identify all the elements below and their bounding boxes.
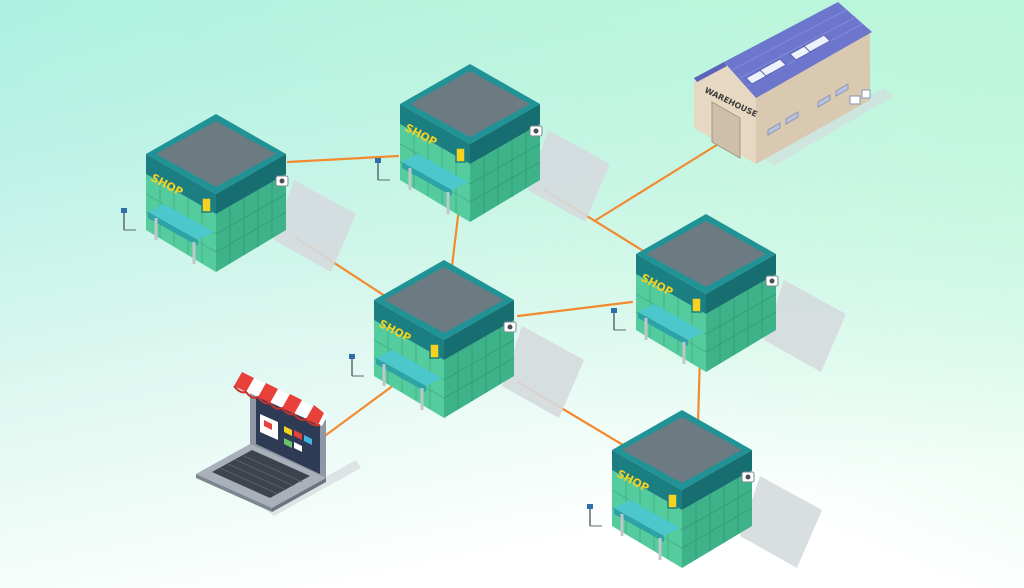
laptop-store (196, 372, 361, 516)
shop-3: SHOP (347, 258, 586, 420)
shop-4: SHOP (609, 212, 848, 374)
connection-shop3-shop4 (516, 300, 634, 318)
shop-5: SHOP (585, 408, 824, 570)
connection-shop1-shop2 (286, 154, 400, 164)
warehouse: WAREHOUSE (694, 2, 894, 166)
network-connections (286, 136, 730, 450)
connection-shop3-laptop (320, 380, 400, 440)
shop-1: SHOP (119, 112, 358, 274)
shop-2: SHOP (373, 62, 612, 224)
connection-shop4-warehouse (594, 136, 730, 222)
